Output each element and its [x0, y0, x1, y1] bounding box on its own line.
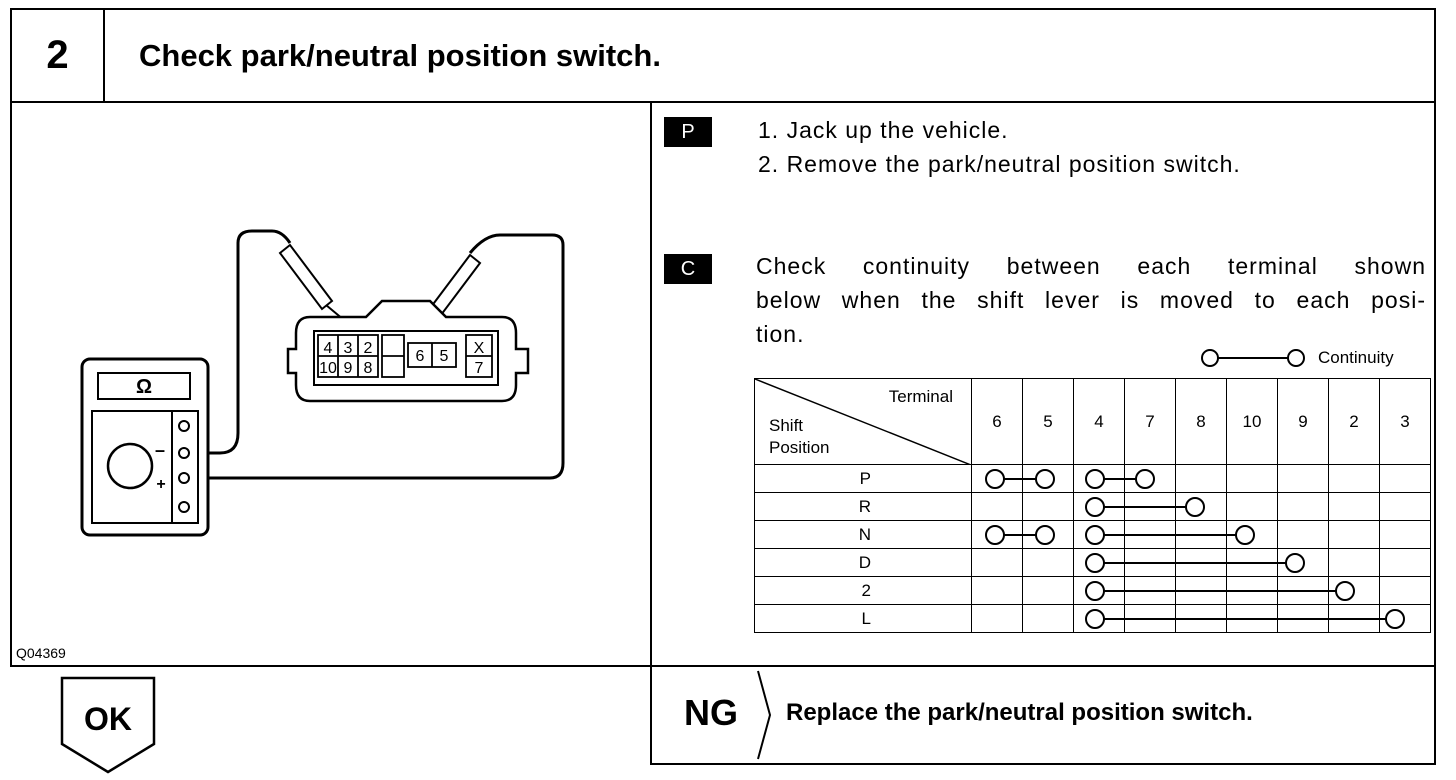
figure-id: Q04369: [16, 645, 66, 661]
table-row: R: [754, 492, 1431, 521]
continuity-point: [1085, 553, 1105, 573]
connector-pin-8: 8: [364, 360, 373, 377]
prep-instructions: 1. Jack up the vehicle. 2. Remove the pa…: [758, 113, 1241, 181]
continuity-point: [985, 525, 1005, 545]
step-title: Check park/neutral position switch.: [103, 8, 1436, 103]
continuity-point: [1235, 525, 1255, 545]
header-shift-label: Shift: [769, 416, 804, 435]
ng-action-text: Replace the park/neutral position switch…: [786, 699, 1253, 726]
continuity-cell: [1022, 604, 1074, 633]
continuity-point: [1085, 497, 1105, 517]
minus-terminal-label: –: [155, 440, 165, 460]
continuity-cell: [971, 604, 1023, 633]
continuity-point: [1035, 525, 1055, 545]
terminal-header: 8: [1175, 378, 1227, 465]
continuity-point: [1035, 469, 1055, 489]
check-tag: C: [664, 254, 712, 284]
table-row: N: [754, 520, 1431, 549]
plus-terminal-label: +: [156, 476, 165, 493]
check-line-3: tion.: [756, 321, 805, 347]
continuity-point: [1385, 609, 1405, 629]
continuity-cell: [1328, 492, 1380, 521]
continuity-cell: [971, 492, 1023, 521]
ng-chevron: [757, 670, 772, 760]
ohmmeter: [80, 357, 210, 537]
connector-pin-10: 10: [319, 360, 337, 377]
header-terminal-label: Terminal: [888, 387, 953, 406]
continuity-point: [1085, 525, 1105, 545]
terminal-header: 5: [1022, 378, 1074, 465]
terminal-header: 3: [1379, 378, 1431, 465]
terminal-header: 9: [1277, 378, 1329, 465]
panel-divider: [650, 101, 652, 765]
continuity-point: [1085, 581, 1105, 601]
continuity-point: [1135, 469, 1155, 489]
shift-position-label: L: [754, 604, 972, 633]
ohmmeter-connector-illustration: 4 3 2 6 5 X 10 9 8 7 Ω – +: [80, 229, 565, 537]
shift-position-label: N: [754, 520, 972, 549]
continuity-point: [1085, 469, 1105, 489]
terminal-header: 2: [1328, 378, 1380, 465]
prep-tag: P: [664, 117, 712, 147]
continuity-cell: [1175, 464, 1227, 493]
terminal-header: 4: [1073, 378, 1125, 465]
ng-label: NG: [684, 692, 738, 733]
connector-pin-6: 6: [416, 348, 425, 365]
continuity-point: [1285, 553, 1305, 573]
continuity-point: [985, 469, 1005, 489]
connector-pin-2: 2: [364, 340, 373, 357]
ok-result-box: OK: [60, 676, 156, 774]
continuity-cell: [1022, 548, 1074, 577]
continuity-legend-symbol: [1201, 349, 1305, 367]
ohm-symbol: Ω: [136, 376, 152, 398]
header-position-label: Position: [769, 438, 830, 457]
terminal-header: 6: [971, 378, 1023, 465]
check-line-2: below when the shift lever is moved to e…: [756, 287, 1426, 313]
continuity-point: [1185, 497, 1205, 517]
step-number: 2: [10, 8, 103, 103]
terminal-header: 10: [1226, 378, 1278, 465]
connector-pin-4: 4: [324, 340, 333, 357]
continuity-markers: [985, 469, 1405, 629]
prep-line-1: 1. Jack up the vehicle.: [758, 117, 1009, 143]
continuity-legend-label: Continuity: [1318, 348, 1394, 367]
continuity-point: [1335, 581, 1355, 601]
connector-pin-x: X: [474, 340, 485, 357]
continuity-cell: [1277, 520, 1329, 549]
continuity-cell: [1328, 548, 1380, 577]
continuity-point: [1085, 609, 1105, 629]
continuity-cell: [1379, 520, 1431, 549]
check-line-1: Check continuity between each terminal s…: [756, 253, 1426, 279]
probe-left: [278, 243, 334, 311]
continuity-cell: [1328, 520, 1380, 549]
check-instructions: Check continuity between each terminal s…: [756, 249, 1426, 351]
ok-label: OK: [84, 701, 132, 737]
connector-pin-9: 9: [344, 360, 353, 377]
connector-pin-5: 5: [440, 348, 449, 365]
table-row: D: [754, 548, 1431, 577]
prep-line-2: 2. Remove the park/neutral position swit…: [758, 151, 1241, 177]
connector-pin-7: 7: [475, 360, 484, 377]
terminal-header: 7: [1124, 378, 1176, 465]
connector-pin-3: 3: [344, 340, 353, 357]
ng-result-box: [652, 665, 1436, 765]
